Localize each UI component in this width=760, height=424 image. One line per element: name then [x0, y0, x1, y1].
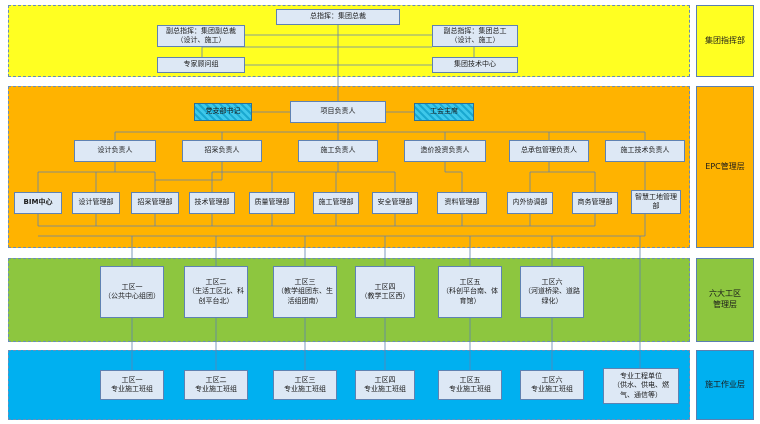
expert-group-box: 专家顾问组 — [157, 57, 245, 73]
zone-3-box: 工区三 （教学组团东、生活组团南） — [273, 266, 337, 318]
quality-management-dept-box: 质量管理部 — [249, 192, 295, 214]
construction-tech-lead-box: 施工技术负责人 — [605, 140, 685, 162]
zone-2-team-box: 工区二 专业施工班组 — [184, 370, 248, 400]
safety-management-dept-box: 安全管理部 — [372, 192, 418, 214]
zone-2-box: 工区二 （生活工区北、科创平台北） — [184, 266, 248, 318]
deputy-commander-right-box: 副总指挥：集团总工 （设计、施工） — [432, 25, 518, 47]
project-manager-box: 项目负责人 — [290, 101, 386, 123]
zone-1-box: 工区一 （公共中心组团） — [100, 266, 164, 318]
construction-layer-label: 施工作业层 — [696, 350, 754, 420]
design-lead-box: 设计负责人 — [74, 140, 156, 162]
commander-box: 总指挥：集团总裁 — [276, 9, 400, 25]
deputy-commander-left-box: 副总指挥：集团副总裁 （设计、施工） — [157, 25, 245, 47]
specialty-engineering-unit-box: 专业工程单位 （供水、供电、燃气、通信等） — [603, 368, 679, 404]
zone-4-box: 工区四 （教学工区西） — [355, 266, 415, 318]
zone-6-box: 工区六 （河道桥梁、道路绿化） — [520, 266, 584, 318]
zone-3-team-box: 工区三 专业施工班组 — [273, 370, 337, 400]
group-layer-label: 集团指挥部 — [696, 5, 754, 77]
business-management-dept-box: 商务管理部 — [572, 192, 618, 214]
coordination-dept-box: 内外协调部 — [507, 192, 553, 214]
procurement-management-dept-box: 招采管理部 — [131, 192, 179, 214]
tech-management-dept-box: 技术管理部 — [189, 192, 235, 214]
smart-site-management-dept-box: 智慧工地管理部 — [631, 190, 681, 214]
bim-center-box: BIM中心 — [14, 192, 62, 214]
design-management-dept-box: 设计管理部 — [72, 192, 120, 214]
zone-6-team-box: 工区六 专业施工班组 — [520, 370, 584, 400]
cost-investment-lead-box: 造价投资负责人 — [404, 140, 486, 162]
union-chair-box: 工会主席 — [414, 103, 474, 121]
zone-5-box: 工区五 （科创平台南、体育馆） — [438, 266, 502, 318]
construction-management-dept-box: 施工管理部 — [313, 192, 359, 214]
general-contract-lead-box: 总承包管理负责人 — [509, 140, 589, 162]
construction-lead-box: 施工负责人 — [298, 140, 378, 162]
epc-layer-label: EPC管理层 — [696, 86, 754, 248]
zone-5-team-box: 工区五 专业施工班组 — [438, 370, 502, 400]
procurement-lead-box: 招采负责人 — [182, 140, 262, 162]
zone-4-team-box: 工区四 专业施工班组 — [355, 370, 415, 400]
party-secretary-box: 党支部书记 — [194, 103, 252, 121]
documentation-management-dept-box: 资料管理部 — [437, 192, 487, 214]
tech-center-box: 集团技术中心 — [432, 57, 518, 73]
zone-layer-label: 六大工区 管理层 — [696, 258, 754, 342]
zone-1-team-box: 工区一 专业施工班组 — [100, 370, 164, 400]
